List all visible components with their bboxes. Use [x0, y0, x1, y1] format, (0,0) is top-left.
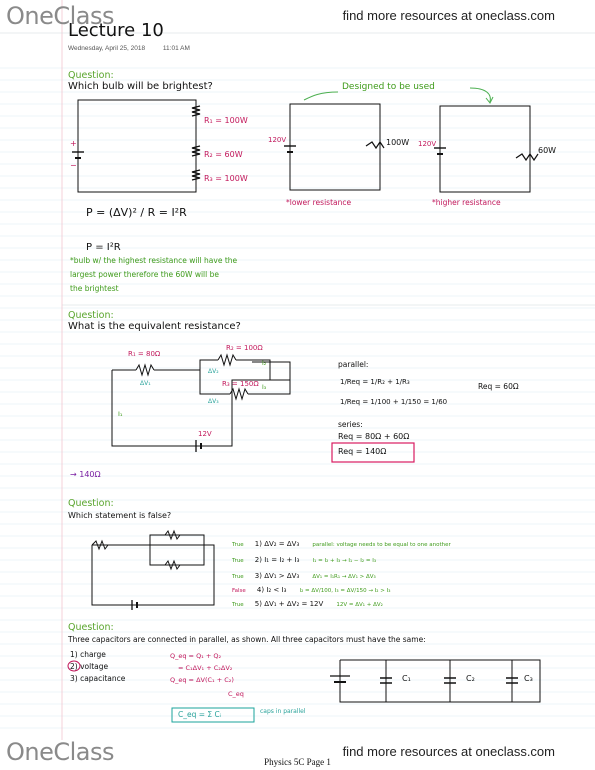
statement-text: 3) ΔV₁ > ΔV₃ — [254, 572, 300, 580]
question-label-2: Question: — [68, 310, 114, 321]
option-2: 2) voltage — [70, 662, 109, 671]
60w-bulb-circuit — [434, 105, 539, 193]
statement-row: True 5) ΔV₁ + ΔV₂ = 12V 12V = ΔV₁ + ΔV₂ — [232, 591, 383, 610]
answer-line-3: the brightest — [70, 284, 119, 293]
power-formula: P = (ΔV)² / R = I²R — [86, 206, 187, 219]
question-text-4: Three capacitors are connected in parall… — [68, 635, 426, 644]
r3-label: R₃ = 100W — [204, 174, 248, 183]
final-answer-2: → 140Ω — [70, 470, 101, 479]
statement-note: I₁ = I₂ + I₃ → I₁ − I₂ = I₃ — [312, 558, 377, 564]
note-date: Wednesday, April 25, 2018 — [68, 45, 146, 52]
cap-label-3: C₃ — [524, 674, 533, 683]
circuit-a-voltage: 120V — [268, 136, 287, 144]
r1-label: R₁ = 100W — [204, 116, 248, 125]
cap-eq-3: Q_eq = ΔV(C₁ + C₂) — [170, 676, 234, 684]
parallel-result: Req = 60Ω — [478, 382, 519, 391]
statement-text: 2) I₁ = I₂ + I₃ — [254, 556, 300, 564]
statement-row: True 1) ΔV₂ = ΔV₃ parallel: voltage need… — [232, 531, 451, 550]
ceq-note: caps in parallel — [260, 708, 306, 715]
ceq-label: C_eq — [228, 690, 244, 698]
statement-mark: True — [232, 574, 244, 580]
s2-dv1: ΔV₁ — [140, 380, 151, 387]
option-1: 1) charge — [70, 650, 106, 659]
answer-line-2: largest power therefore the 60W will be — [70, 270, 219, 279]
r2-label: R₂ = 60W — [204, 150, 243, 159]
100w-bulb-circuit — [284, 103, 385, 191]
s2-battery: 12V — [198, 430, 212, 438]
ceq-box — [171, 707, 255, 723]
resources-link-bottom[interactable]: find more resources at oneclass.com — [342, 744, 555, 759]
statement-text: 5) ΔV₁ + ΔV₂ = 12V — [254, 600, 324, 608]
correct-option-circle — [67, 660, 81, 672]
power-formula-2: P = I²R — [86, 242, 121, 253]
capacitor-circuit — [330, 659, 541, 703]
statement-mark: False — [232, 588, 246, 594]
s2-current-3: I₃ — [262, 384, 267, 391]
svg-text:−: − — [70, 161, 77, 170]
resources-link-top[interactable]: find more resources at oneclass.com — [342, 8, 555, 23]
s2-r3: R₃ = 150Ω — [222, 380, 259, 388]
statement-row: True 3) ΔV₁ > ΔV₃ ΔV₁ = I₁R₁ → ΔV₁ > ΔV₃ — [232, 563, 376, 582]
statement-text: 1) ΔV₂ = ΔV₃ — [254, 540, 300, 548]
question-label-3: Question: — [68, 498, 114, 509]
question-label-4: Question: — [68, 622, 114, 633]
question-text-2: What is the equivalent resistance? — [68, 321, 241, 332]
s2-r2: R₂ = 100Ω — [226, 344, 263, 352]
statement-mark: True — [232, 602, 244, 608]
question-text-1: Which bulb will be brightest? — [68, 81, 213, 92]
equivalent-resistance-circuit — [111, 353, 291, 452]
statement-note: parallel: voltage needs to be equal to o… — [312, 542, 451, 548]
statement-note: I₂ = ΔV/100, I₃ = ΔV/150 → I₂ > I₃ — [299, 588, 391, 594]
series-eq: Req = 80Ω + 60Ω — [338, 432, 410, 441]
s2-r1: R₁ = 80Ω — [128, 350, 161, 358]
ceq-boxed: C_eq = Σ Cᵢ — [178, 710, 222, 719]
series-label: series: — [338, 420, 363, 429]
parallel-eq-2: 1/Req = 1/100 + 1/150 = 1/60 — [340, 398, 448, 406]
svg-text:+: + — [70, 139, 77, 148]
s2-dv3: ΔV₃ — [208, 398, 219, 405]
circuit-b-bulb: 60W — [538, 146, 557, 155]
parallel-eq-1: 1/Req = 1/R₂ + 1/R₃ — [340, 378, 410, 386]
statement-mark: True — [232, 542, 244, 548]
circuit-b-caption: *higher resistance — [432, 198, 501, 207]
designed-note: Designed to be used — [342, 82, 435, 92]
cap-label-1: C₁ — [402, 674, 411, 683]
oneclass-logo-bottom[interactable]: OneClass — [6, 738, 115, 766]
circuit-b-voltage: 120V — [418, 140, 437, 148]
statement-circuit — [91, 529, 215, 610]
oneclass-logo-top[interactable]: OneClass — [6, 2, 115, 30]
date-line: Wednesday, April 25, 2018 11:01 AM — [68, 45, 206, 52]
s2-current: I₁ — [118, 410, 123, 418]
series-bulb-circuit — [72, 99, 201, 193]
cap-eq-2: = C₁ΔV₁ + C₂ΔV₂ — [178, 664, 233, 672]
statement-row: False 4) I₂ < I₃ I₂ = ΔV/100, I₃ = ΔV/15… — [232, 577, 390, 596]
s2-dv2: ΔV₂ — [208, 368, 219, 375]
statement-text: 4) I₂ < I₃ — [256, 586, 287, 594]
statement-mark: True — [232, 558, 244, 564]
parallel-label: parallel: — [338, 360, 369, 369]
statement-note: 12V = ΔV₁ + ΔV₂ — [336, 602, 383, 608]
cap-eq-1: Q_eq = Q₁ + Q₂ — [170, 652, 222, 660]
question-label-1: Question: — [68, 70, 114, 81]
statement-note: ΔV₁ = I₁R₁ → ΔV₁ > ΔV₃ — [312, 574, 376, 580]
page-title: Lecture 10 — [68, 20, 164, 41]
answer-line-1: *bulb w/ the highest resistance will hav… — [70, 256, 238, 265]
circuit-a-caption: *lower resistance — [286, 198, 352, 207]
note-time: 11:01 AM — [162, 45, 190, 52]
s2-current-2: I₂ — [262, 360, 267, 367]
option-3: 3) capacitance — [70, 674, 126, 683]
cap-label-2: C₂ — [466, 674, 475, 683]
question-text-3: Which statement is false? — [68, 511, 172, 520]
circuit-a-bulb: 100W — [386, 138, 410, 147]
answer-box — [331, 442, 415, 463]
statement-row: True 2) I₁ = I₂ + I₃ I₁ = I₂ + I₃ → I₁ −… — [232, 547, 376, 566]
series-result: Req = 140Ω — [338, 447, 387, 456]
page-footer: Physics 5C Page 1 — [264, 757, 331, 767]
